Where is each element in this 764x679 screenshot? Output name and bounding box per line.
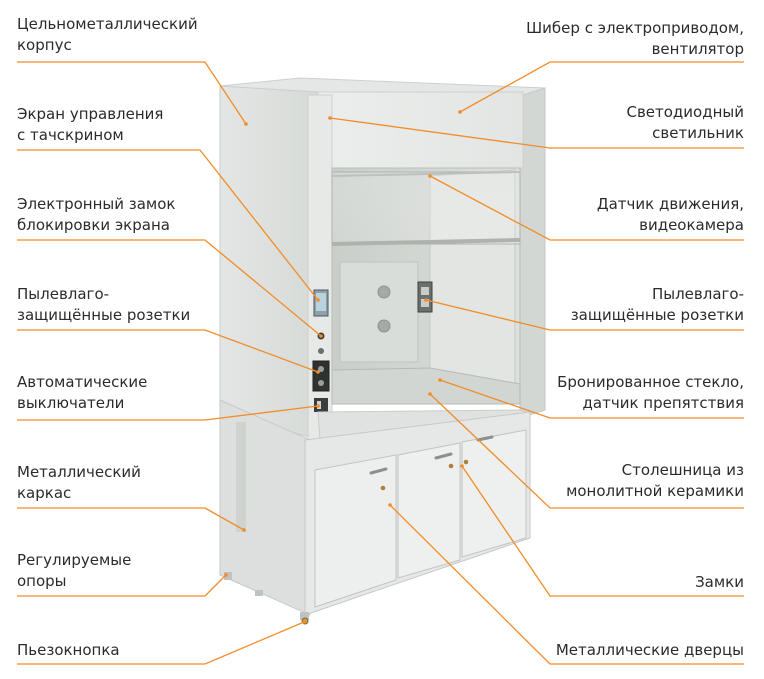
- leader-line: [439, 379, 744, 419]
- label-damper-fan: Шибер с электроприводом, вентилятор: [526, 19, 744, 58]
- leader-dot: [458, 110, 462, 114]
- leader-dot: [302, 620, 306, 624]
- leader-dot: [244, 122, 248, 126]
- countertop: [331, 367, 521, 405]
- leader-dot: [388, 503, 392, 507]
- leader-line: [429, 175, 744, 241]
- label-screen-lock: Электронный замок блокировки экрана: [17, 195, 176, 234]
- sash-rail: [331, 238, 521, 246]
- door-handle: [369, 467, 388, 475]
- label-adjustable-feet: Регулируемые опоры: [17, 551, 132, 590]
- leader-line: [17, 61, 247, 125]
- leader-line: [429, 393, 744, 509]
- back-wall: [339, 261, 419, 363]
- leader-dot: [316, 370, 320, 374]
- label-control-screen: Экран управления с тачскрином: [17, 105, 164, 144]
- door-handle: [434, 452, 453, 460]
- leader-dot: [424, 298, 428, 302]
- leader-dot: [460, 464, 464, 468]
- leader-dot: [316, 404, 320, 408]
- leader-dot: [428, 174, 432, 178]
- label-locks: Замки: [695, 573, 744, 591]
- back-wall-port: [377, 285, 391, 299]
- leader-line: [461, 465, 744, 597]
- leader-line: [459, 61, 744, 113]
- leader-dot: [428, 392, 432, 396]
- label-piezo-button: Пьезокнопка: [17, 641, 120, 659]
- label-metal-frame: Металлический каркас: [17, 463, 141, 502]
- door-right: [461, 429, 527, 558]
- label-armored-glass: Бронированное стекло, датчик препятствия: [557, 373, 744, 412]
- adjustable-foot: [255, 590, 263, 596]
- label-motion-sensor: Датчик движения, видеокамера: [596, 195, 744, 234]
- leader-dot: [224, 573, 228, 577]
- leader-dot: [319, 334, 323, 338]
- door-handle: [476, 435, 494, 442]
- label-ceramic-top: Столешница из монолитной керамики: [566, 461, 744, 500]
- back-wall-port: [377, 319, 391, 333]
- inner-socket: [417, 281, 433, 313]
- leader-line: [329, 117, 744, 149]
- leader-dot: [242, 528, 246, 532]
- door-lock: [380, 485, 386, 491]
- sash-glass: [331, 171, 521, 245]
- leader-line: [17, 507, 245, 531]
- adjustable-foot: [300, 612, 309, 620]
- leader-line: [425, 299, 744, 331]
- leader-line: [17, 621, 305, 665]
- leader-line: [17, 574, 227, 597]
- label-metal-body: Цельнометаллический корпус: [17, 15, 198, 54]
- leader-dot: [328, 116, 332, 120]
- body-right-panel: [519, 87, 546, 419]
- door-middle: [397, 442, 461, 579]
- leader-dot: [438, 378, 442, 382]
- pillar-sockets: [312, 360, 330, 392]
- body-side-panel: [219, 85, 319, 441]
- door-lock: [448, 463, 454, 469]
- leader-line: [389, 504, 744, 665]
- label-sockets-right: Пылевлаго- защищённые розетки: [570, 285, 744, 324]
- label-sockets-left: Пылевлаго- защищённые розетки: [17, 285, 191, 324]
- door-left: [314, 454, 397, 608]
- leader-line: [17, 149, 319, 301]
- leader-dot: [316, 298, 320, 302]
- leader-lines: [17, 61, 744, 665]
- adjustable-foot: [224, 572, 232, 580]
- leader-line: [17, 239, 322, 337]
- door-lock: [463, 459, 469, 465]
- leader-line: [17, 329, 319, 373]
- label-metal-doors: Металлические дверцы: [555, 641, 744, 659]
- label-breakers: Автоматические выключатели: [17, 373, 148, 412]
- leader-line: [17, 405, 319, 421]
- label-led-lamp: Светодиодный светильник: [626, 103, 744, 142]
